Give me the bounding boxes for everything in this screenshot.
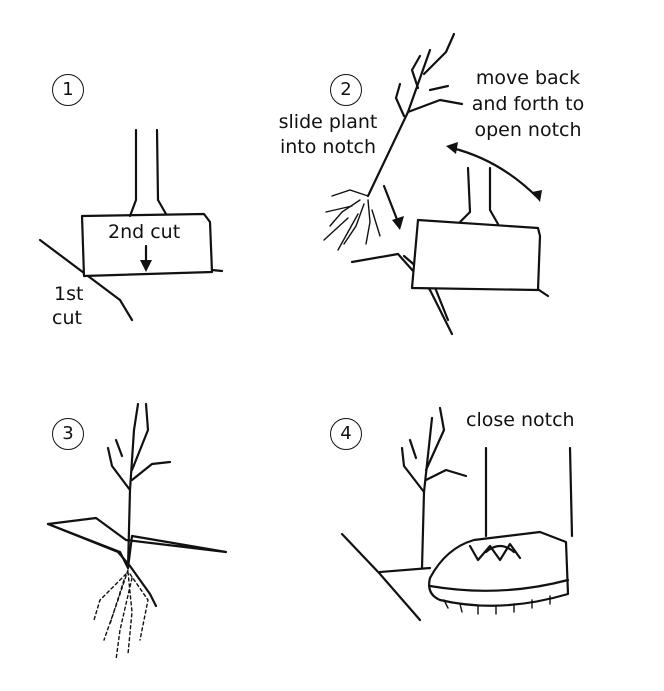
panel-2-shovel-handle-left (458, 166, 472, 224)
step-number-4: 4 (330, 418, 362, 450)
label-move-back-line2: and forth to (471, 93, 585, 115)
panel-1-ground (38, 238, 134, 322)
label-slide-plant-line1: slide plant (278, 111, 378, 133)
panel-4-leg-right (568, 446, 574, 538)
panel-1-shovel-handle-right (155, 128, 168, 216)
label-2nd-cut: 2nd cut (108, 221, 181, 243)
panel-1-drawing (38, 128, 224, 322)
label-slide-plant-line2: into notch (279, 136, 377, 158)
panel-2-shovel-blade (410, 218, 542, 292)
panel-4-seedling-stem (420, 416, 434, 570)
panel-1-shovel-blade (80, 212, 214, 278)
panel-4-shoe (428, 530, 570, 607)
panel-1-shovel-handle-left (128, 128, 138, 218)
panel-2-roots (323, 189, 381, 251)
step-number-1: 1 (52, 74, 84, 106)
panel-3-roots (93, 569, 149, 661)
step-number-3: 3 (52, 418, 84, 450)
panel-2-rock-arrow (450, 146, 540, 200)
panel-4-shoe-laces (468, 542, 522, 562)
panel-3-soil-wedge (46, 516, 228, 570)
panel-4-ground (340, 532, 422, 622)
step-number-2: 2 (330, 74, 362, 106)
panel-2-shovel-handle-right (488, 166, 500, 226)
label-1st-cut-line1: 1st (54, 283, 84, 305)
panel-2-drawing (323, 32, 550, 336)
panel-2-insert-arrow (382, 184, 400, 224)
label-close-notch: close notch (466, 409, 575, 431)
panel-3-drawing (46, 402, 228, 661)
label-1st-cut-line2: cut (52, 307, 82, 329)
label-move-back-line3: open notch (474, 119, 582, 141)
panel-4-sole-treads (443, 595, 551, 615)
panel-4-drawing (340, 406, 574, 622)
label-move-back-line1: move back (475, 67, 581, 89)
